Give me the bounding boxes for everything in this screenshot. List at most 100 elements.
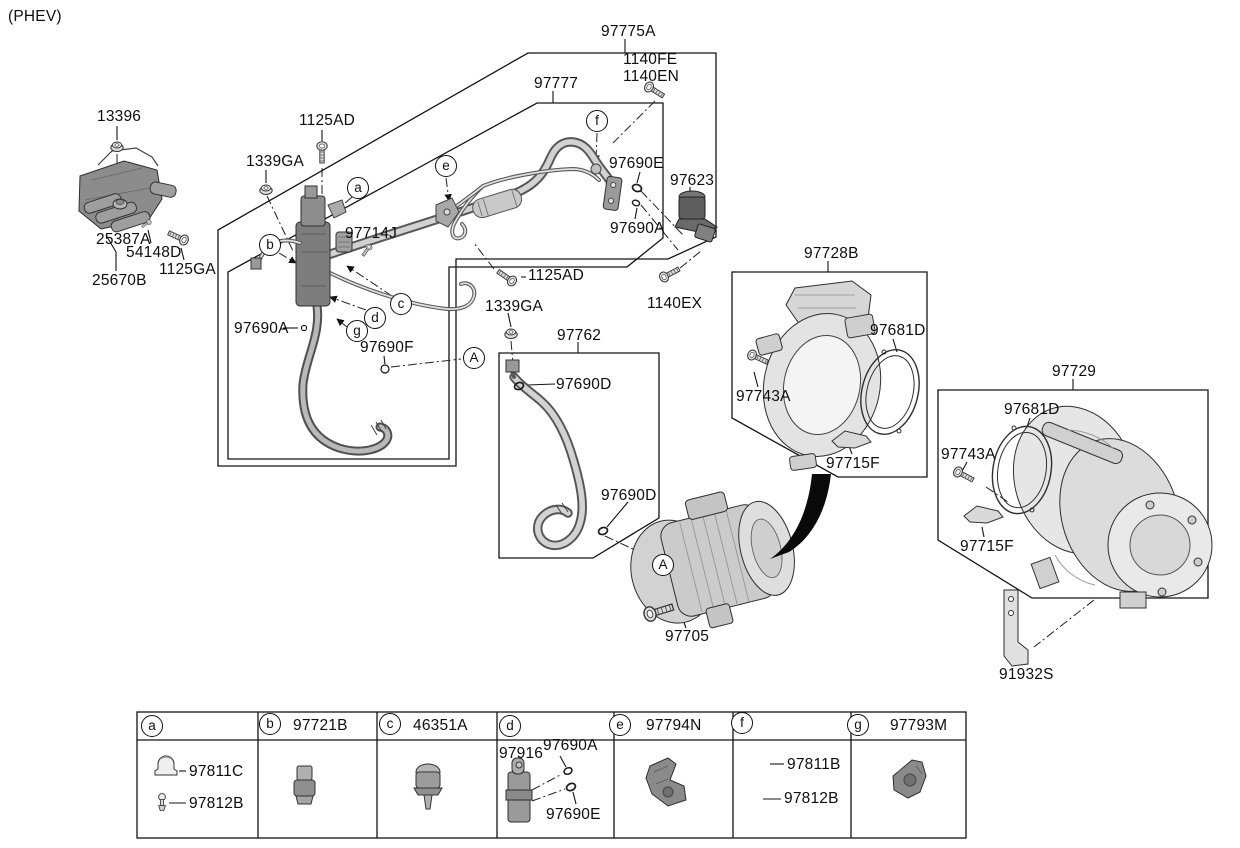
part-label-97690d-a: 97690D: [556, 376, 612, 393]
callout-c: c: [390, 293, 412, 315]
pipe-junction-block: [250, 185, 353, 307]
callout-ref-a2: A: [652, 554, 674, 576]
bolt-1125ad-b: [494, 266, 519, 289]
oring-97690e-icon: [564, 781, 578, 793]
sensor-97721b-icon: [293, 765, 316, 805]
compressor-housing-97728b: [755, 280, 920, 471]
gasket-97681d-b: [991, 425, 1053, 515]
part-label-97729: 97729: [1052, 363, 1097, 380]
callout-b: b: [259, 234, 281, 256]
callout-e: e: [435, 155, 457, 177]
legend-item-97812b-a: 97812B: [189, 795, 244, 812]
legend-letter-g: g: [847, 714, 869, 736]
oring-97690a-icon: [562, 765, 574, 777]
part-label-1140fe: 1140FE: [623, 51, 678, 68]
part-label-97690a-a: 97690A: [610, 220, 665, 237]
part-label-97681d-b: 97681D: [1004, 401, 1060, 418]
callout-a: a: [347, 177, 369, 199]
valve-core-97812b-icon: [158, 793, 166, 811]
part-label-97715f-b: 97715F: [960, 538, 1014, 555]
bracket-97715f-a: [831, 430, 872, 449]
nut-1339ga-b: [504, 328, 518, 339]
valve-assembly-25670b: [78, 147, 177, 233]
pipe-muffler: [472, 188, 523, 219]
bracket-97715f-b: [963, 505, 1004, 524]
legend-cell-icons: [154, 755, 927, 823]
legend-letter-a: a: [141, 715, 163, 737]
part-label-97777: 97777: [534, 75, 579, 92]
box-97775a: [217, 52, 717, 467]
part-label-1339ga-b: 1339GA: [485, 298, 544, 315]
legend-letter-c: c: [379, 713, 401, 735]
expansion-valve-97916-icon: [505, 757, 533, 823]
part-label-97714j: 97714J: [345, 225, 398, 242]
part-label-97681d-a: 97681D: [870, 322, 926, 339]
part-label-97743a-b: 97743A: [941, 446, 996, 463]
part-label-1125ad-b: 1125AD: [528, 267, 585, 284]
callout-f: f: [586, 110, 608, 132]
part-label-97690a-b: 97690A: [234, 320, 289, 337]
group-label-leaders: [105, 39, 1074, 805]
legend-part-97721b: 97721B: [293, 717, 348, 734]
legend-item-97811c: 97811C: [189, 763, 244, 780]
legend-part-97793m: 97793M: [890, 717, 948, 734]
valve-97623: [674, 190, 719, 243]
legend-item-97811b: 97811B: [787, 756, 841, 773]
compressor-97729: [963, 405, 1213, 609]
compressor-unit: [630, 491, 795, 629]
part-label-54148d: 54148D: [126, 244, 182, 261]
part-label-97743a-a: 97743A: [736, 388, 791, 405]
part-label-1125ga: 1125GA: [159, 261, 216, 278]
part-label-91932s: 91932S: [999, 666, 1054, 683]
part-label-97705: 97705: [665, 628, 710, 645]
pipe-stud: [590, 163, 602, 175]
callout-d: d: [364, 307, 386, 329]
part-label-25387a: 25387A: [96, 231, 151, 248]
part-label-1140en: 1140EN: [623, 68, 680, 85]
legend-part-46351a: 46351A: [413, 717, 468, 734]
part-label-97690d-b: 97690D: [601, 487, 657, 504]
part-label-97715f-a: 97715F: [826, 455, 880, 472]
box-97762: [498, 352, 660, 559]
bracket-97794n-icon: [645, 757, 687, 807]
legend-part-97794n: 97794N: [646, 717, 702, 734]
part-label-1339ga-a: 1339GA: [246, 153, 305, 170]
legend-item-97690e-d: 97690E: [546, 806, 601, 823]
part-label-97762: 97762: [557, 327, 602, 344]
part-label-1140ex: 1140EX: [647, 295, 703, 312]
part-label-13396: 13396: [97, 108, 142, 125]
part-label-1125ad-a: 1125AD: [299, 112, 356, 129]
legend-item-97690a-d: 97690A: [543, 737, 598, 754]
part-label-97728b: 97728B: [804, 245, 859, 262]
legend-letter-e: e: [609, 714, 631, 736]
bolt-1125ad-a: [316, 141, 328, 164]
box-97777: [227, 102, 664, 460]
ac-pipe-assembly: [250, 142, 623, 451]
sensor-46351a-icon: [413, 763, 443, 810]
part-label-97690f: 97690F: [360, 339, 414, 356]
cap-97811c-icon: [154, 755, 178, 776]
legend-letter-b: b: [259, 713, 281, 735]
variant-label: (PHEV): [8, 8, 62, 25]
nut-13396: [110, 141, 124, 152]
bracket-91932s: [1003, 589, 1029, 667]
suction-pipe-97762: [505, 359, 610, 545]
part-label-97690e-a: 97690E: [609, 155, 664, 172]
pipe-end-fitting: [602, 175, 623, 211]
part-label-97775a: 97775A: [601, 23, 656, 40]
callout-ref-a1: A: [463, 347, 485, 369]
pointer-arrow: [770, 474, 831, 559]
nut-1339ga-a: [259, 184, 273, 195]
box-97728b: [731, 271, 928, 478]
legend-letter-f: f: [731, 712, 753, 734]
part-label-25670b: 25670B: [92, 272, 147, 289]
callout-g: g: [346, 320, 368, 342]
part-label-97623: 97623: [670, 172, 715, 189]
legend-item-97916: 97916: [499, 745, 544, 762]
bracket-97793m-icon: [892, 759, 927, 799]
legend-item-97812b-f: 97812B: [784, 790, 839, 807]
gasket-97681d-a: [860, 349, 920, 435]
bolt-1140ex: [657, 263, 682, 285]
